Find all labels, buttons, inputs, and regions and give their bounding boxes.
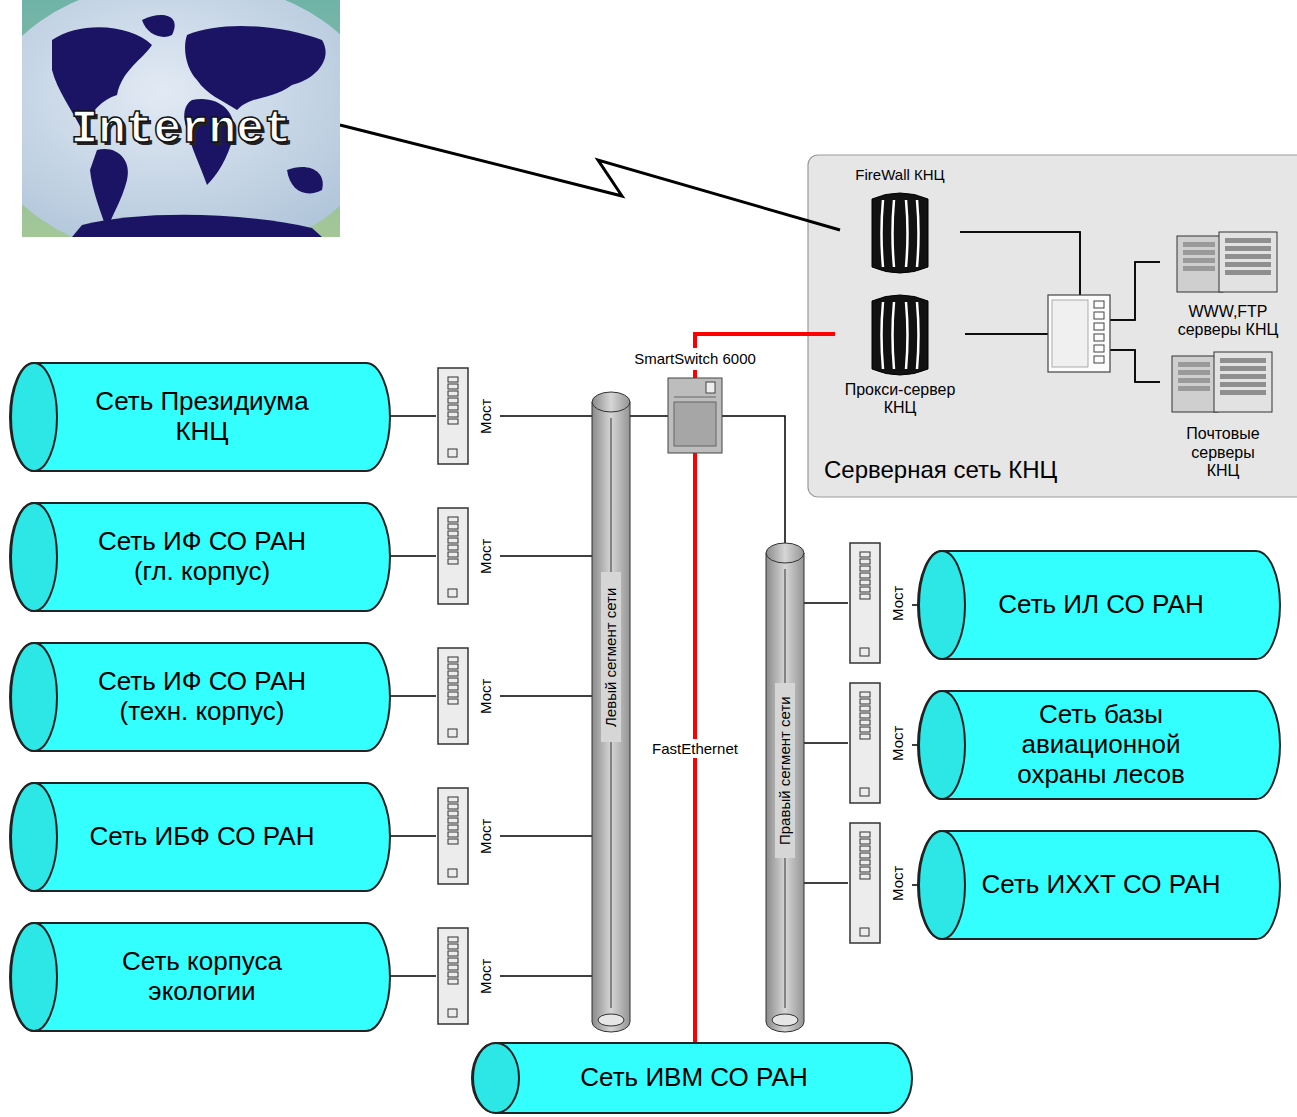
network-link [500, 695, 592, 697]
network-cylinder-label: Сеть ИВМ СО РАН [506, 1048, 882, 1108]
segment-cylinder: Левый сегмент сети [592, 392, 630, 1032]
bridge-device: Мост [436, 647, 500, 745]
network-link [960, 232, 1160, 382]
network-cylinder: Сеть ИЛ СО РАН [918, 550, 1280, 660]
switch-device-label: SmartSwitch 6000 [613, 348, 777, 370]
switch-device-shape [668, 378, 722, 453]
network-cylinder: Сеть корпуса экологии [10, 922, 390, 1032]
bridge-device-label: Мост [472, 787, 500, 885]
network-link [390, 555, 436, 557]
network-cylinder: Сеть Президиума КНЦ [10, 362, 390, 472]
network-link [722, 416, 785, 543]
firewall-node-label: FireWall КНЦ [840, 163, 960, 187]
server-icon [1172, 352, 1272, 412]
segment-cylinder-label: Левый сегмент сети [601, 572, 621, 742]
server-tower-icon [872, 295, 928, 375]
network-link [500, 555, 592, 557]
network-cylinder-label: Сеть корпуса экологии [102, 928, 302, 1026]
network-cylinder-label: Сеть ИХХТ СО РАН [952, 836, 1250, 934]
bridge-device-label: Мост [472, 647, 500, 745]
switch-device: SmartSwitch 6000 [668, 378, 722, 453]
network-cylinder-label: Сеть ИБФ СО РАН [44, 788, 360, 886]
bridge-device: Мост [848, 822, 912, 944]
bridge-device-label: Мост [884, 682, 912, 804]
continent-shape [90, 149, 128, 230]
network-cylinder-label: Сеть базы авиационной охраны лесов [1001, 696, 1201, 794]
server-icon [1177, 232, 1277, 292]
web-server-node: WWW,FTP серверы КНЦ [1160, 232, 1295, 348]
link-label: FastEthernet [648, 739, 742, 758]
bridge-device-label: Мост [884, 822, 912, 944]
network-cylinder-label: Сеть ИФ СО РАН (техн. корпус) [82, 648, 322, 746]
network-cylinder: Сеть ИВМ СО РАН [472, 1042, 912, 1114]
bridge-device-label: Мост [472, 927, 500, 1025]
bridge-device-label: Мост [472, 367, 500, 465]
network-link [390, 975, 436, 977]
internet-image-label: Internet [22, 95, 340, 165]
internet-image: Internet [22, 0, 340, 237]
segment-cylinder: Правый сегмент сети [766, 543, 804, 1032]
mail-server-node: Почтовые серверы КНЦ [1160, 352, 1285, 492]
network-cylinder: Сеть ИБФ СО РАН [10, 782, 390, 892]
bridge-device: Мост [848, 682, 912, 804]
continent-shape [185, 26, 326, 110]
server-panel [808, 155, 1297, 497]
network-cylinder-label: Сеть ИФ СО РАН (гл. корпус) [82, 508, 322, 606]
network-cylinder-label: Сеть Президиума КНЦ [87, 368, 317, 466]
mail-server-node-label: Почтовые серверы КНЦ [1180, 416, 1266, 490]
network-cylinder: Сеть ИФ СО РАН (техн. корпус) [10, 642, 390, 752]
bridge-device: Мост [848, 542, 912, 664]
network-link [390, 415, 436, 417]
network-link [804, 882, 848, 884]
server-tower-icon [872, 193, 928, 273]
network-link [804, 742, 848, 744]
network-cylinder: Сеть ИФ СО РАН (гл. корпус) [10, 502, 390, 612]
continent-shape [142, 15, 175, 37]
continent-shape [72, 215, 322, 237]
network-cylinder: Сеть ИХХТ СО РАН [918, 830, 1280, 940]
bridge-device: Мост [436, 787, 500, 885]
proxy-server-node-label: Прокси-сервер КНЦ [835, 377, 965, 421]
network-cylinder: Сеть базы авиационной охраны лесов [918, 690, 1280, 800]
web-server-node-label: WWW,FTP серверы КНЦ [1168, 296, 1288, 346]
server-network-panel: Серверная сеть КНЦ FireWall КНЦ Прокси-сер… [808, 155, 1297, 497]
continent-shape [287, 167, 323, 193]
segment-cylinder-label: Правый сегмент сети [775, 683, 795, 858]
bridge-device-label: Мост [884, 542, 912, 664]
server-network-panel-label: Серверная сеть КНЦ [824, 451, 1124, 489]
bridge-device: Мост [436, 927, 500, 1025]
network-cylinder-label: Сеть ИЛ СО РАН [952, 556, 1250, 654]
network-link [390, 695, 436, 697]
network-link [804, 602, 848, 604]
network-link [500, 975, 592, 977]
bridge-device: Мост [436, 367, 500, 465]
network-link [390, 835, 436, 837]
bridge-device-label: Мост [472, 507, 500, 605]
bridge-device: Мост [436, 507, 500, 605]
network-link [630, 415, 668, 417]
internet-link [340, 125, 840, 230]
hub-device [1048, 295, 1110, 372]
network-link [500, 835, 592, 837]
firewall-node: FireWall КНЦ [840, 163, 960, 273]
network-link [500, 415, 592, 417]
proxy-server-node: Прокси-сервер КНЦ [835, 293, 965, 423]
